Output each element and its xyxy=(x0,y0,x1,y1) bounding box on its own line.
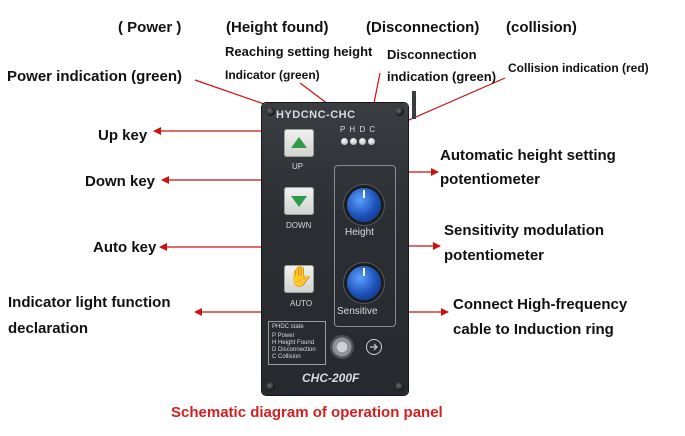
label-induction-ring: cable to Induction ring xyxy=(453,321,614,338)
potentiometer-panel: Height Sensitive xyxy=(334,165,396,327)
down-key-label: DOWN xyxy=(286,221,312,230)
input-arrow-icon xyxy=(366,339,382,355)
header-height-found: (Height found) xyxy=(226,19,329,36)
operation-panel: HYDCNC-CHC P H D C UP DOWN ✋ AUTO Height… xyxy=(262,91,416,395)
hf-cable-connector[interactable] xyxy=(330,335,354,359)
screw-top-right xyxy=(395,107,404,116)
arrow-up-icon xyxy=(291,137,307,148)
panel-model: CHC-200F xyxy=(302,371,360,385)
led-collision xyxy=(368,138,375,145)
state-row-collision: C Collision xyxy=(272,354,301,360)
sensitive-knob-label: Sensitive xyxy=(337,306,378,317)
arrow-down-icon xyxy=(291,196,307,207)
label-down-key: Down key xyxy=(85,173,156,190)
sensitivity-knob-indicator xyxy=(363,268,365,276)
label-up-key: Up key xyxy=(98,127,148,144)
led-letters: P H D C xyxy=(340,125,377,134)
label-disconnection-indication: indication (green) xyxy=(387,69,497,84)
screw-bottom-right xyxy=(395,382,404,391)
label-auto-height-potentiometer: potentiometer xyxy=(440,171,541,188)
header-collision: (collision) xyxy=(506,19,577,36)
down-key-button[interactable] xyxy=(284,187,314,215)
screw-top-left xyxy=(266,107,275,116)
label-sensitivity-modulation: Sensitivity modulation xyxy=(444,222,605,239)
label-sensitivity-potentiometer: potentiometer xyxy=(444,247,545,264)
state-title: PHDC state xyxy=(272,324,304,330)
label-auto-key: Auto key xyxy=(93,239,157,256)
hand-icon: ✋ xyxy=(288,266,313,288)
auto-key-label: AUTO xyxy=(290,299,313,308)
sensitivity-potentiometer-knob[interactable] xyxy=(347,266,381,300)
up-key-label: UP xyxy=(292,162,304,171)
height-potentiometer-knob[interactable] xyxy=(347,188,381,222)
label-collision-indication: Collision indication (red) xyxy=(508,61,649,75)
label-disconnection: Disconnection xyxy=(387,47,477,62)
up-key-button[interactable] xyxy=(284,129,314,157)
led-height-found xyxy=(350,138,357,145)
mounting-pin xyxy=(412,91,416,119)
header-disconnection: (Disconnection) xyxy=(366,19,480,36)
label-reaching-setting-height: Reaching setting height xyxy=(225,44,373,59)
label-power-indication: Power indication (green) xyxy=(7,68,183,85)
label-auto-height-setting: Automatic height setting xyxy=(440,147,616,164)
auto-key-button[interactable]: ✋ xyxy=(284,265,314,293)
led-disconnection xyxy=(359,138,366,145)
label-indicator-function: Indicator light function xyxy=(8,294,171,311)
diagram-caption: Schematic diagram of operation panel xyxy=(171,404,443,421)
phdc-state-legend: PHDC state P Power H Height Found D Disc… xyxy=(268,321,326,365)
screw-bottom-left xyxy=(266,382,275,391)
header-power: ( Power ) xyxy=(118,19,182,36)
state-row-height: H Height Found xyxy=(272,340,315,346)
led-power xyxy=(341,138,348,145)
height-knob-indicator xyxy=(363,190,365,198)
state-row-power: P Power xyxy=(272,333,295,339)
label-indicator-green: Indicator (green) xyxy=(225,68,320,82)
state-row-disconnection: D Disconnection xyxy=(272,347,316,353)
height-knob-label: Height xyxy=(345,227,374,238)
label-connect-high-frequency: Connect High-frequency xyxy=(453,296,628,313)
label-declaration: declaration xyxy=(8,320,89,337)
panel-brand: HYDCNC-CHC xyxy=(276,109,356,121)
